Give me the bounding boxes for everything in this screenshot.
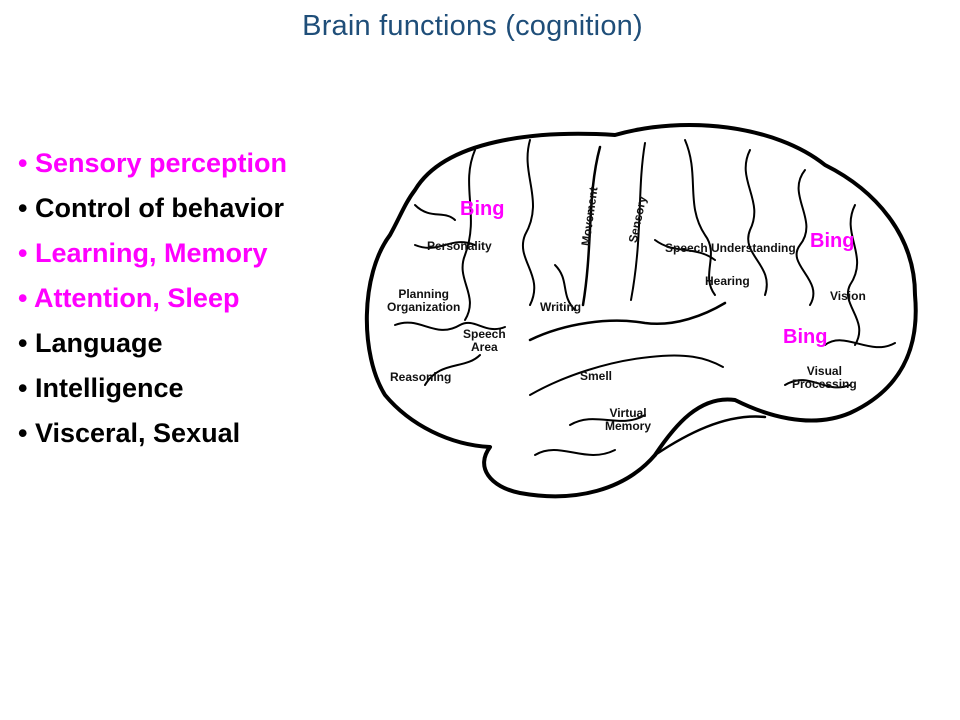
- function-item: • Language: [18, 328, 163, 358]
- region-label-planning-organization: Planning Organization: [387, 287, 461, 314]
- region-label-visual-processing: Visual Processing: [792, 364, 857, 391]
- function-item: • Sensory perception: [18, 148, 288, 178]
- slide-title: Brain functions (cognition): [302, 10, 643, 42]
- region-label-writing: Writing: [540, 300, 582, 314]
- region-label-hearing: Hearing: [705, 274, 750, 288]
- brain-diagram: Personality Movement Sensory Speech Unde…: [355, 95, 935, 515]
- region-label-speech-area: Speech Area: [463, 327, 506, 354]
- bing-label: Bing: [810, 230, 855, 252]
- region-label-virtual-memory: Virtual Memory: [605, 406, 652, 433]
- region-label-smell: Smell: [580, 369, 613, 383]
- region-label-personality: Personality: [427, 239, 492, 253]
- function-list: • Sensory perception • Control of behavi…: [18, 141, 287, 456]
- function-item: • Attention, Sleep: [18, 283, 240, 313]
- brain-outline-drawing: [364, 123, 918, 499]
- region-label-reasoning: Reasoning: [390, 370, 452, 384]
- bing-label: Bing: [460, 198, 505, 220]
- function-item: • Visceral, Sexual: [18, 418, 241, 448]
- region-label-vision: Vision: [830, 289, 866, 303]
- function-item: • Intelligence: [18, 373, 184, 403]
- function-item: • Learning, Memory: [18, 238, 268, 268]
- function-item: • Control of behavior: [18, 193, 284, 223]
- region-label-speech-understanding: Speech Understanding: [665, 241, 796, 255]
- bing-label: Bing: [783, 326, 828, 348]
